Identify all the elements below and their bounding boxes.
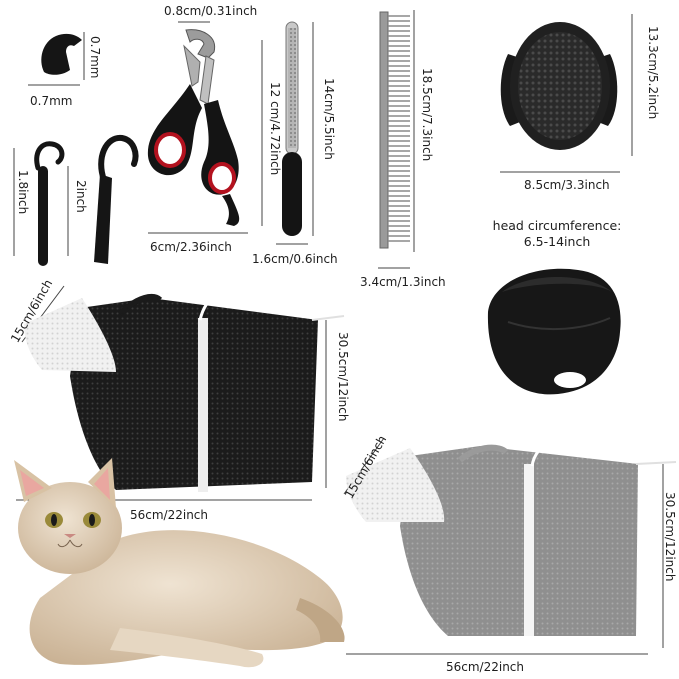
grey-grooming-bag-image bbox=[346, 434, 677, 636]
tick-hook-large-image bbox=[94, 134, 139, 264]
comb-length-label: 18.5cm/7.3inch bbox=[420, 68, 434, 162]
file-length-label: 14cm/5.5inch bbox=[322, 78, 336, 160]
black-bag-width-label: 56cm/22inch bbox=[130, 508, 209, 522]
clipper-blade-label: 0.8cm/0.31inch bbox=[164, 4, 258, 18]
cap-width-label: 0.7mm bbox=[30, 94, 73, 108]
clipper-length-label: 12 cm/4.72inch bbox=[268, 82, 282, 176]
comb-width-label: 3.4cm/1.3inch bbox=[360, 275, 446, 289]
bath-brush-image bbox=[500, 22, 618, 150]
file-width-label: 1.6cm/0.6inch bbox=[252, 252, 338, 266]
nail-cap-image bbox=[41, 33, 82, 75]
grey-bag-width-label: 56cm/22inch bbox=[446, 660, 525, 674]
hook-small-height-label: 1.8inch bbox=[16, 170, 30, 215]
tick-hook-small-image bbox=[34, 141, 65, 266]
black-bag-height-label: 30.5cm/12inch bbox=[336, 332, 350, 422]
black-grooming-bag-image bbox=[24, 286, 345, 492]
head-circumference-title: head circumference: bbox=[492, 218, 622, 233]
brush-width-label: 8.5cm/3.3inch bbox=[524, 178, 610, 192]
grey-bag-height-label: 30.5cm/12inch bbox=[663, 492, 677, 582]
comb-image bbox=[379, 11, 410, 249]
head-cover-image bbox=[487, 268, 621, 395]
nail-clipper-image bbox=[147, 29, 240, 226]
clipper-width-label: 6cm/2.36inch bbox=[150, 240, 232, 254]
cap-height-label: 0.7mm bbox=[88, 36, 102, 79]
cat-image bbox=[14, 458, 345, 668]
hook-large-height-label: 2inch bbox=[74, 180, 88, 213]
brush-height-label: 13.3cm/5.2inch bbox=[646, 26, 660, 120]
head-circumference-range: 6.5-14inch bbox=[523, 234, 591, 249]
nail-file-image bbox=[282, 21, 302, 236]
